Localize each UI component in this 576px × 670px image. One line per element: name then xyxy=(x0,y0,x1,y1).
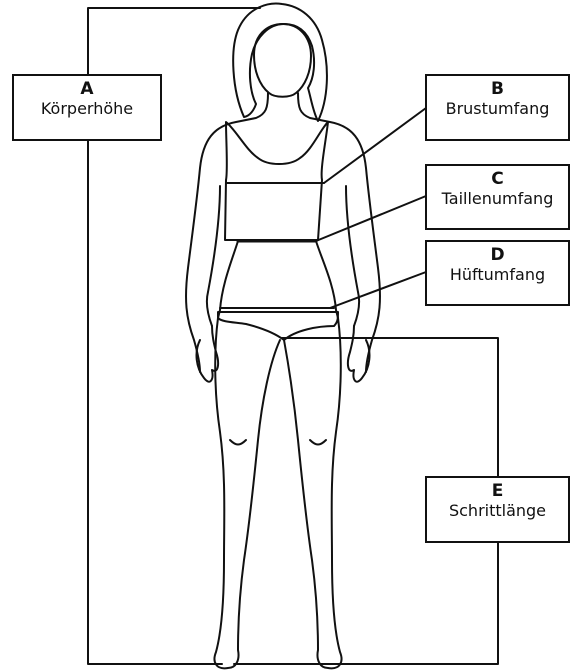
height-label: Körperhöhe xyxy=(14,99,160,119)
right-hand xyxy=(348,326,370,382)
left-knee xyxy=(230,440,246,445)
hip-pointer-line xyxy=(330,272,426,308)
briefs xyxy=(218,312,338,340)
inseam-label-box: E Schrittlänge xyxy=(425,476,570,543)
hip-label: Hüftumfang xyxy=(427,265,568,285)
left-inner-arm xyxy=(207,186,220,326)
right-knee xyxy=(310,440,326,445)
bust-label: Brustumfang xyxy=(427,99,568,119)
waist-label-box: C Taillenumfang xyxy=(425,164,570,230)
hip-label-box: D Hüftumfang xyxy=(425,240,570,306)
right-inner-arm xyxy=(346,186,359,326)
bust-pointer-line xyxy=(324,108,426,183)
bust-label-box: B Brustumfang xyxy=(425,74,570,141)
left-leg xyxy=(215,318,281,668)
bust-letter: B xyxy=(427,79,568,99)
right-leg xyxy=(284,318,342,668)
waist-label: Taillenumfang xyxy=(427,189,568,209)
height-letter: A xyxy=(14,79,160,99)
inseam-letter: E xyxy=(427,481,568,501)
inseam-label: Schrittlänge xyxy=(427,501,568,521)
hip-letter: D xyxy=(427,245,568,265)
height-label-box: A Körperhöhe xyxy=(12,74,162,141)
tank-top xyxy=(225,122,328,240)
hip-outline xyxy=(218,241,338,318)
hair-shape xyxy=(233,4,327,121)
waist-letter: C xyxy=(427,169,568,189)
